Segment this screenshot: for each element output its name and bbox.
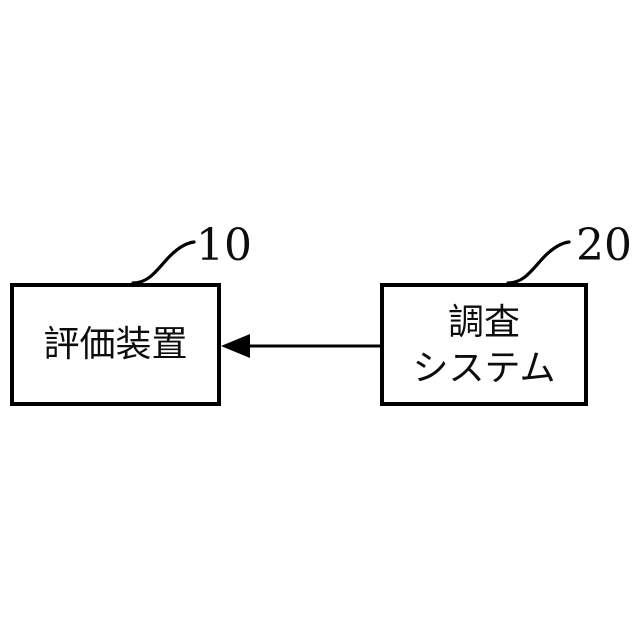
- leader-line-20: [506, 240, 571, 285]
- ref-number-20: 20: [576, 220, 632, 271]
- block-survey-system-label-line2: システム: [413, 348, 556, 389]
- block-survey-system-label-line1: 調査: [448, 302, 520, 343]
- block-survey-system-outline: [380, 283, 588, 406]
- leader-ref-10: 10: [131, 220, 252, 285]
- block-evaluation-device-label: 評価装置: [43, 324, 187, 365]
- block-evaluation-device[interactable]: 評価装置: [10, 283, 221, 406]
- block-evaluation-device-outline: [10, 283, 221, 406]
- connector-survey-to-evaluation: [221, 334, 380, 358]
- ref-number-10: 10: [196, 220, 252, 271]
- block-survey-system[interactable]: 調査 システム: [380, 283, 588, 406]
- leader-line-10: [131, 240, 196, 285]
- arrow-head-icon: [221, 334, 250, 358]
- leader-ref-20: 20: [506, 220, 632, 285]
